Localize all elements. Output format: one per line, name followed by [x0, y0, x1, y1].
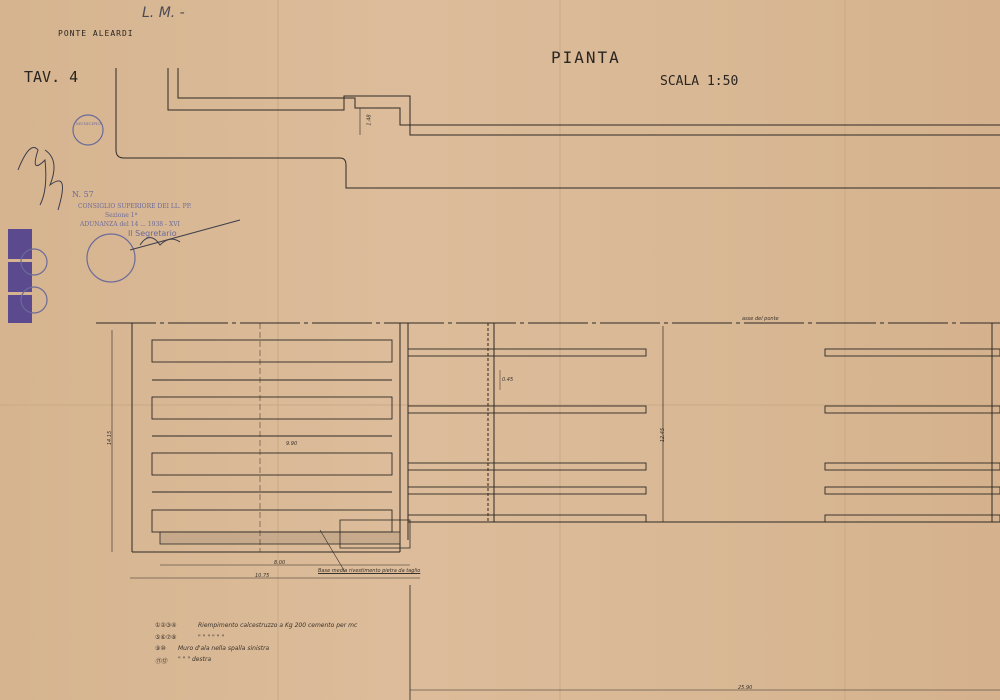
dim-9-90: 9.90: [286, 441, 298, 447]
dim-8-00: 8.00: [274, 560, 286, 566]
dim-10-75: 10.75: [255, 573, 270, 579]
legend-marks-2: ⑤⑥⑦⑧: [155, 634, 177, 641]
legend-marks-3: ⑨⑩: [155, 645, 166, 652]
abutment-plan: [96, 322, 1000, 700]
dim-14-15: 14.15: [107, 430, 114, 446]
legend-marks-4: ⑪⑫: [155, 658, 168, 665]
axis-label: asse del ponte: [742, 316, 779, 322]
stamp-line3: ADUNANZA del 14 ... 1938 - XVI: [80, 221, 180, 228]
sheet-number: TAV. 4: [24, 68, 79, 86]
stamp-line2: Sezione 1ª: [105, 212, 138, 219]
dim-1-48: 1.48: [366, 114, 373, 126]
callout-label: Base media rivestimento pietra da taglio: [318, 568, 421, 574]
signatures: [17, 147, 241, 251]
seal-text: MUNICIPIO: [76, 121, 101, 126]
stamp-line4: Il Segretario: [128, 229, 177, 238]
dim-12-45: 12.45: [660, 427, 667, 443]
dim-25-90: 25.90: [738, 685, 753, 691]
stamp-line1: CONSIGLIO SUPERIORE DEI LL. PP.: [78, 203, 192, 210]
legend-text-2: " " " " " ": [198, 634, 225, 641]
legend-text-3: Muro d'ala nella spalla sinistra: [178, 645, 270, 652]
stamp-number: N. 57: [72, 190, 94, 199]
legend-text-4: " " " destra: [178, 656, 212, 663]
legend-marks-1: ①②③④: [155, 622, 177, 629]
seals: [20, 114, 136, 314]
revenue-stamps: [8, 229, 32, 323]
project-name: Ponte Aleardi: [58, 29, 134, 38]
drawing-title: PIANTA: [551, 48, 621, 67]
handwritten-note: L. M. -: [142, 5, 185, 21]
legend-text-1: Riempimento calcestruzzo a Kg 200 cement…: [198, 622, 358, 629]
dim-0-45: 0.45: [502, 377, 514, 383]
drawing-scale: SCALA 1:50: [660, 74, 739, 89]
road-outline: [115, 68, 1000, 189]
